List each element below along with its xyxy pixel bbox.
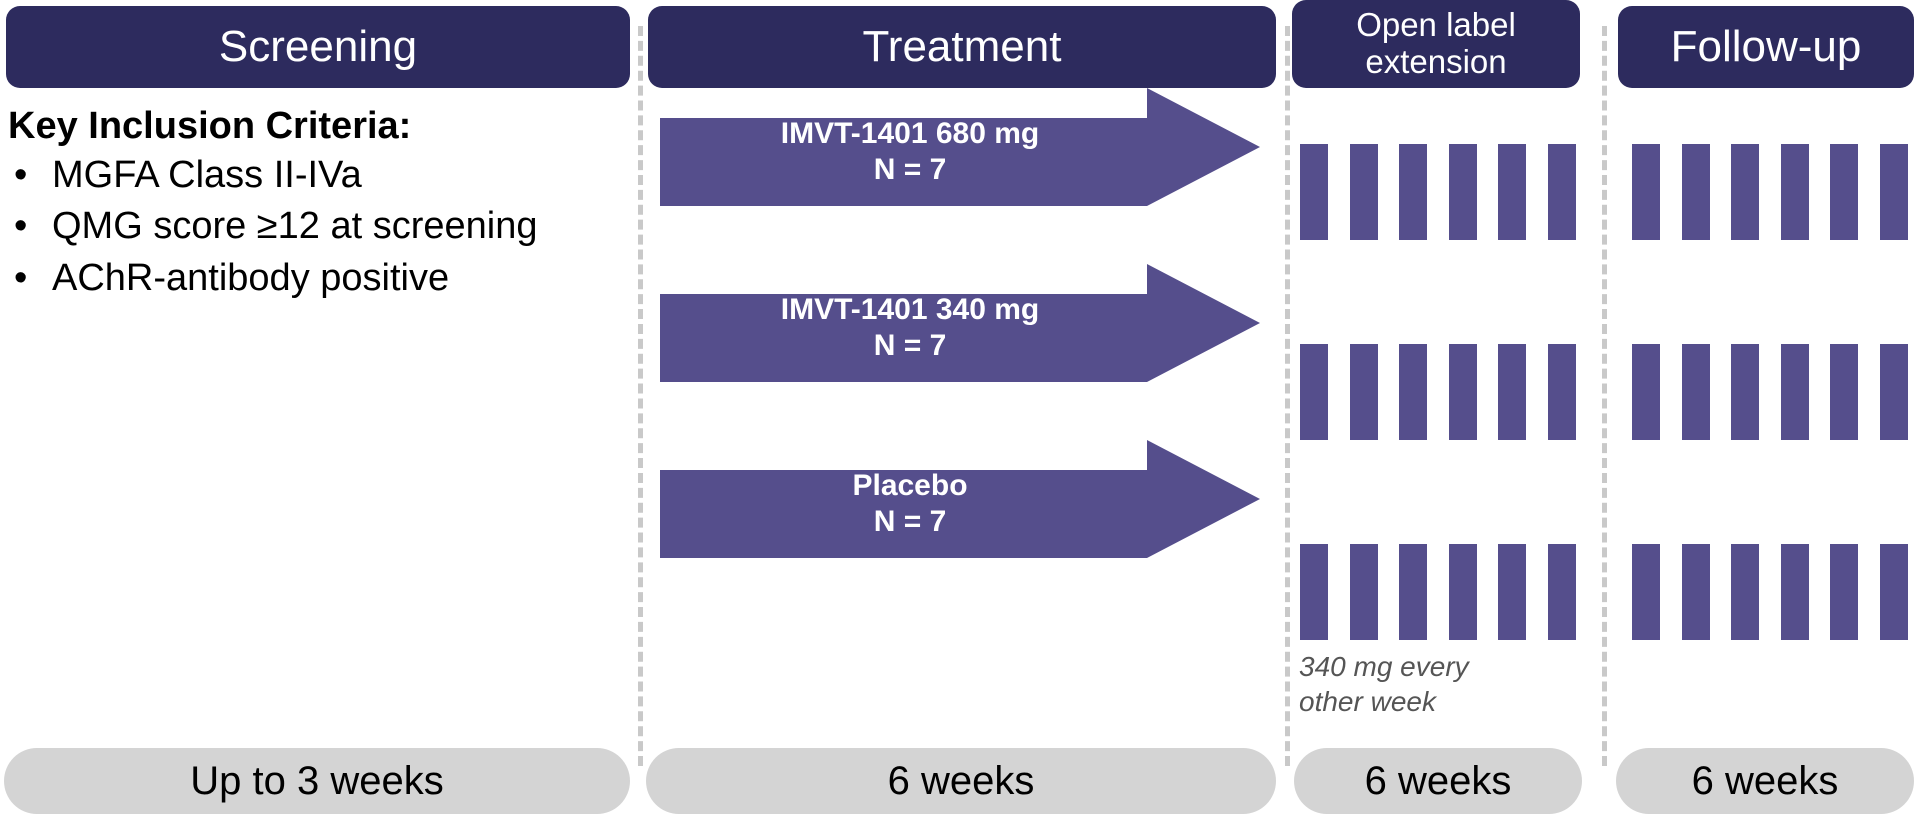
- dose-bar: [1731, 544, 1760, 640]
- dose-bar: [1349, 344, 1378, 440]
- arm-n-low-dose: N = 7: [873, 329, 947, 362]
- dose-bar: [1498, 544, 1527, 640]
- dose-bar: [1731, 344, 1760, 440]
- bullet-icon: •: [14, 205, 28, 248]
- arm-drug-low-dose: IMVT-1401 340 mg: [780, 293, 1040, 326]
- duration-label-treatment: 6 weeks: [887, 758, 1035, 803]
- duration-label-follow-up: 6 weeks: [1691, 758, 1839, 803]
- phase-header-open-label-extension-label: Open label extension: [1356, 6, 1516, 80]
- dose-bar: [1349, 544, 1378, 640]
- bullet-icon: •: [14, 256, 28, 299]
- arm-drug-placebo: Placebo: [852, 469, 968, 502]
- bullet-icon: •: [14, 153, 28, 196]
- dose-bar: [1632, 544, 1660, 640]
- dose-bar: [1879, 344, 1908, 440]
- dose-bar: [1547, 544, 1576, 640]
- arm-drug-high-dose: IMVT-1401 680 mg: [780, 117, 1040, 150]
- dose-bar-group-ole-row3: [1300, 544, 1576, 640]
- duration-pill-screening: Up to 3 weeks: [4, 748, 630, 814]
- phase-divider-ole-followup: [1602, 26, 1607, 766]
- dose-bar: [1681, 144, 1710, 240]
- phase-header-screening-label: Screening: [218, 22, 418, 72]
- dose-bar-group-ole-row1: [1300, 144, 1576, 240]
- phase-header-treatment-label: Treatment: [862, 22, 1062, 72]
- arm-label-placebo: Placebo N = 7: [660, 468, 1160, 540]
- dose-bar: [1498, 344, 1527, 440]
- dose-bar: [1448, 144, 1477, 240]
- dose-bar: [1632, 344, 1660, 440]
- criteria-list: • MGFA Class II-IVa • QMG score ≥12 at s…: [8, 151, 608, 303]
- phase-header-follow-up-label: Follow-up: [1670, 22, 1862, 72]
- duration-label-open-label-extension: 6 weeks: [1364, 758, 1512, 803]
- dose-bar-group-ole-row2: [1300, 344, 1576, 440]
- criteria-item: • MGFA Class II-IVa: [8, 151, 608, 200]
- dose-bar: [1780, 144, 1809, 240]
- duration-pill-treatment: 6 weeks: [646, 748, 1276, 814]
- arm-n-placebo: N = 7: [873, 505, 947, 538]
- arm-n-high-dose: N = 7: [873, 153, 947, 186]
- dose-bar: [1731, 144, 1760, 240]
- dose-bar-group-followup-row1: [1632, 144, 1908, 240]
- dose-bar: [1547, 144, 1576, 240]
- dose-bar: [1632, 144, 1660, 240]
- phase-header-treatment: Treatment: [648, 6, 1276, 88]
- dose-bar: [1399, 544, 1428, 640]
- dose-bar: [1498, 144, 1527, 240]
- criteria-item-text: MGFA Class II-IVa: [52, 153, 362, 196]
- treatment-arm-arrow-placebo: Placebo N = 7: [660, 440, 1260, 558]
- criteria-item: • QMG score ≥12 at screening: [8, 202, 608, 251]
- dose-bar: [1879, 544, 1908, 640]
- duration-pill-follow-up: 6 weeks: [1616, 748, 1914, 814]
- dose-bar: [1830, 344, 1859, 440]
- criteria-item: • AChR-antibody positive: [8, 254, 608, 303]
- dose-bar: [1681, 344, 1710, 440]
- dose-bar: [1300, 344, 1328, 440]
- phase-header-follow-up: Follow-up: [1618, 6, 1914, 88]
- ole-caption-line2: other week: [1299, 685, 1436, 717]
- dose-bar: [1830, 544, 1859, 640]
- criteria-item-text: QMG score ≥12 at screening: [52, 205, 538, 248]
- dose-bar: [1399, 344, 1428, 440]
- criteria-title: Key Inclusion Criteria:: [8, 105, 412, 147]
- phase-divider-screening-treatment: [638, 26, 643, 766]
- arm-label-high-dose: IMVT-1401 680 mg N = 7: [660, 116, 1160, 188]
- arm-label-low-dose: IMVT-1401 340 mg N = 7: [660, 292, 1160, 364]
- ole-dosing-caption: 340 mg every other week: [1299, 650, 1579, 719]
- arrow-shape-icon: [660, 440, 1260, 558]
- dose-bar-group-followup-row2: [1632, 344, 1908, 440]
- dose-bar: [1780, 344, 1809, 440]
- dose-bar: [1681, 544, 1710, 640]
- dose-bar: [1448, 544, 1477, 640]
- dose-bar: [1349, 144, 1378, 240]
- dose-bar: [1300, 144, 1328, 240]
- phase-divider-treatment-ole: [1285, 26, 1290, 766]
- dose-bar: [1830, 144, 1859, 240]
- criteria-item-text: AChR-antibody positive: [52, 256, 450, 299]
- duration-pill-open-label-extension: 6 weeks: [1294, 748, 1582, 814]
- dose-bar: [1879, 144, 1908, 240]
- duration-label-screening: Up to 3 weeks: [190, 758, 444, 803]
- phase-header-open-label-extension: Open label extension: [1292, 0, 1580, 88]
- dose-bar: [1547, 344, 1576, 440]
- arrow-shape-icon: [660, 264, 1260, 382]
- ole-caption-line1: 340 mg every: [1299, 651, 1469, 682]
- treatment-arm-arrow-low-dose: IMVT-1401 340 mg N = 7: [660, 264, 1260, 382]
- key-inclusion-criteria: Key Inclusion Criteria: • MGFA Class II-…: [8, 104, 608, 305]
- dose-bar: [1780, 544, 1809, 640]
- dose-bar: [1300, 544, 1328, 640]
- treatment-arm-arrow-high-dose: IMVT-1401 680 mg N = 7: [660, 88, 1260, 206]
- arrow-shape-icon: [660, 88, 1260, 206]
- dose-bar: [1448, 344, 1477, 440]
- phase-header-screening: Screening: [6, 6, 630, 88]
- dose-bar: [1399, 144, 1428, 240]
- dose-bar-group-followup-row3: [1632, 544, 1908, 640]
